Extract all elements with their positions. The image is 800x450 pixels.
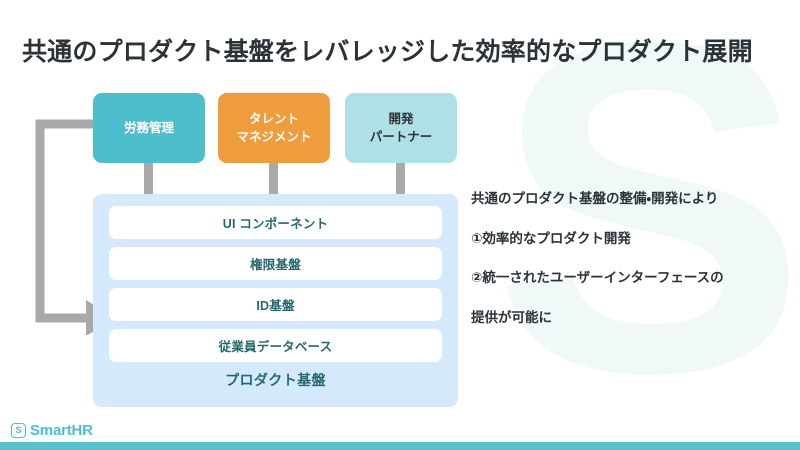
product-box-label: 労務管理 <box>123 120 174 135</box>
page-title: 共通のプロダクト基盤をレバレッジした効率的なプロダクト展開 <box>22 38 753 66</box>
note-line-1: 共通のプロダクト基盤の整備・開発により <box>471 191 719 206</box>
platform-layer-ui-components[interactable]: UI コンポーネント <box>109 206 442 239</box>
connector-stem-3 <box>396 163 405 196</box>
product-box-development-partner[interactable]: 開発パートナー <box>345 93 457 163</box>
note-line-4: 提供が可能に <box>471 309 552 325</box>
product-box-label: タレントマネジメント <box>236 111 312 144</box>
platform-title: プロダクト基盤 <box>225 372 326 388</box>
note-line-2: ①効率的なプロダクト開発 <box>471 230 631 246</box>
note-line-3: ②統一されたユーザーインターフェースの <box>471 270 724 285</box>
platform-layer-permissions[interactable]: 権限基盤 <box>109 247 442 280</box>
platform-layer-label: 従業員データベース <box>218 340 333 354</box>
product-platform-panel: UI コンポーネント 権限基盤 ID基盤 従業員データベース プロダクト基盤 <box>93 194 458 407</box>
smarthr-logo: S SmartHR <box>11 422 93 439</box>
platform-layer-label: UI コンポーネント <box>222 217 329 231</box>
platform-layer-id[interactable]: ID基盤 <box>109 288 442 321</box>
platform-layer-label: 権限基盤 <box>250 258 301 272</box>
product-box-label: 開発パートナー <box>369 111 433 144</box>
explanatory-notes: 共通のプロダクト基盤の整備・開発により ①効率的なプロダクト開発 ②統一されたユ… <box>471 192 791 324</box>
product-box-talent-management[interactable]: タレントマネジメント <box>218 93 330 163</box>
product-box-roumu-kanri[interactable]: 労務管理 <box>93 93 205 163</box>
platform-layer-employee-database[interactable]: 従業員データベース <box>109 329 442 362</box>
connector-stem-2 <box>269 163 278 196</box>
smarthr-logo-mark-icon: S <box>11 423 26 438</box>
smarthr-logo-text: SmartHR <box>30 422 93 439</box>
platform-layer-label: ID基盤 <box>256 299 295 313</box>
footer-accent-bar <box>0 442 800 450</box>
connector-stem-1 <box>144 163 153 196</box>
